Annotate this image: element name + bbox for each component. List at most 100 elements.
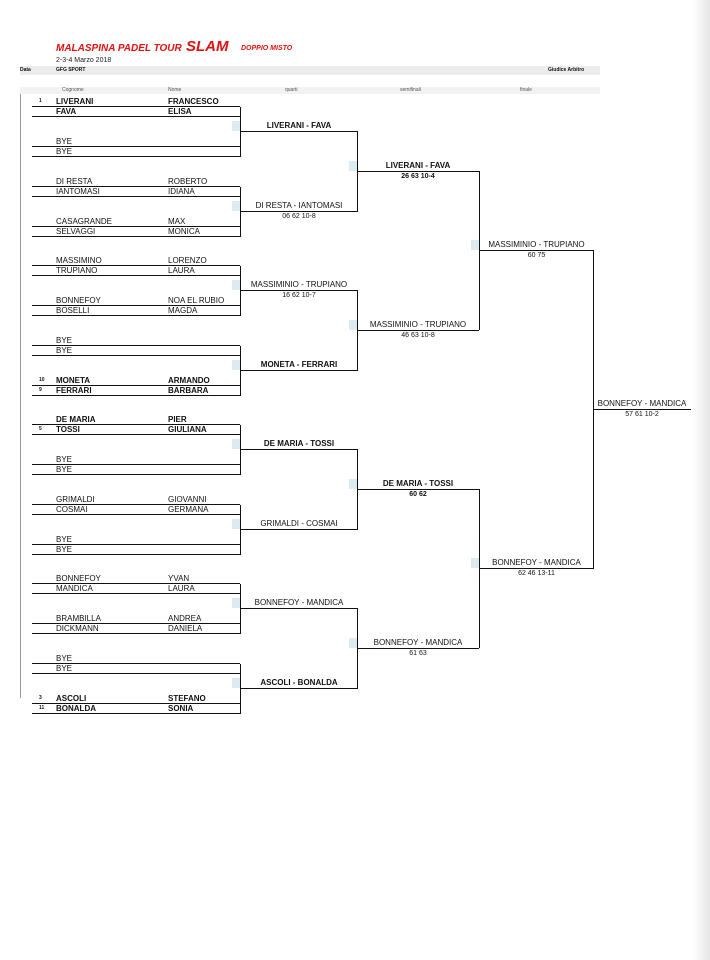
row-line <box>32 394 240 396</box>
bracket-winner-line <box>479 568 594 570</box>
col-header-final: finale <box>520 87 532 93</box>
player-surname: BONNEFOY <box>56 296 101 305</box>
player-name: ELISA <box>168 107 192 116</box>
player-surname: BYE <box>56 653 73 663</box>
venue-label: GFG SPORT <box>56 67 86 73</box>
player-name: PIER <box>168 415 187 424</box>
col-header-surname: Cognome <box>62 87 84 93</box>
match-winner: LIVERANI - FAVA <box>385 160 451 170</box>
match-winner: MASSIMINIO - TRUPIANO <box>250 280 348 289</box>
col-header-quarter: quarti <box>285 87 298 93</box>
player-surname: MONETA <box>56 375 91 385</box>
player-name: MAGDA <box>168 306 198 315</box>
player-surname: LIVERANI <box>56 97 94 106</box>
match-score: 62 46 13-11 <box>518 570 555 578</box>
bracket-cell-shade <box>232 439 240 449</box>
row-line <box>32 235 240 237</box>
player-surname: DE MARIA <box>56 415 96 424</box>
player-name: SONIA <box>168 703 194 713</box>
match-score: 46 63 10-8 <box>401 331 435 339</box>
header-band <box>20 66 600 75</box>
bracket-winner-line <box>240 290 358 291</box>
bracket-winner-line <box>240 131 358 132</box>
match-winner: ASCOLI - BONALDA <box>260 677 338 687</box>
player-name: GIOVANNI <box>168 494 207 504</box>
bracket-winner-line <box>240 210 358 212</box>
player-surname: BYE <box>56 345 73 355</box>
row-line <box>32 583 240 584</box>
row-line <box>32 513 240 515</box>
bracket-winner-line <box>593 409 691 411</box>
bracket-connector <box>240 663 241 714</box>
seed-number: 9 <box>39 386 42 393</box>
row-line <box>32 633 240 634</box>
match-score: 61 63 <box>409 649 427 657</box>
player-surname: SELVAGGI <box>56 226 96 236</box>
player-name: FRANCESCO <box>168 97 219 106</box>
player-surname: BYE <box>56 147 73 156</box>
row-line <box>32 106 240 107</box>
row-line <box>32 384 240 386</box>
player-surname: MASSIMINO <box>56 256 102 265</box>
row-line <box>32 464 240 465</box>
player-name: DANIELA <box>168 624 203 633</box>
row-line <box>32 553 240 555</box>
player-surname: BOSELLI <box>56 306 90 315</box>
left-margin-line <box>20 94 21 698</box>
row-line <box>32 354 240 356</box>
row-line <box>32 305 240 306</box>
bracket-connector <box>240 504 241 555</box>
player-name: LAURA <box>168 266 195 275</box>
player-surname: IANTOMASI <box>56 186 100 196</box>
tournament-dates: 2-3-4 Marzo 2018 <box>56 57 112 64</box>
bracket-winner-line <box>357 647 479 649</box>
bracket-cell-shade <box>232 598 240 608</box>
player-name: ROBERTO <box>168 176 208 186</box>
player-surname: BYE <box>56 137 73 146</box>
player-surname: BYE <box>56 663 73 673</box>
player-name: BARBARA <box>168 385 209 395</box>
row-line <box>32 503 240 505</box>
row-line <box>32 662 240 664</box>
match-winner: MASSIMINIO - TRUPIANO <box>488 240 585 250</box>
row-line <box>32 712 240 714</box>
bracket-cell-shade <box>349 637 357 648</box>
player-surname: DI RESTA <box>56 176 93 186</box>
column-header-band <box>20 87 600 94</box>
bracket-cell-shade <box>232 121 240 131</box>
bracket-winner-line <box>240 687 358 689</box>
seed-number: 1 <box>39 98 42 104</box>
player-surname: MANDICA <box>56 584 93 593</box>
player-surname: ASCOLI <box>56 693 87 703</box>
match-winner: DE MARIA - TOSSI <box>263 439 335 448</box>
match-score: 60 62 <box>409 490 427 498</box>
match-winner: DE MARIA - TOSSI <box>382 478 454 488</box>
col-header-name: Nome <box>168 87 182 93</box>
match-score: 60 75 <box>527 252 546 260</box>
match-winner: MASSIMINIO - TRUPIANO <box>369 319 467 329</box>
player-surname: BYE <box>56 534 73 544</box>
player-surname: DICKMANN <box>56 624 99 633</box>
player-surname: BYE <box>56 544 73 554</box>
player-name: MAX <box>168 216 186 226</box>
row-line <box>32 116 240 117</box>
match-winner: BONNEFOY - MANDICA <box>492 558 581 568</box>
seed-number: 11 <box>39 704 45 711</box>
player-surname: BONNEFOY <box>56 574 101 583</box>
bracket-winner-line <box>240 528 358 530</box>
bracket-connector <box>240 584 241 634</box>
player-name: GERMANA <box>168 504 209 514</box>
player-surname: BYE <box>56 455 73 464</box>
match-winner: BONNEFOY - MANDICA <box>254 598 344 607</box>
col-header-semi: semifinali <box>400 87 421 93</box>
bracket-connector <box>240 107 241 157</box>
bracket-cell-shade <box>349 319 357 330</box>
player-surname: GRIMALDI <box>56 494 95 504</box>
bracket-connector <box>240 266 241 316</box>
bracket-cell-shade <box>232 518 240 529</box>
bracket-cell-shade <box>232 280 240 290</box>
row-line <box>32 195 240 197</box>
bracket-cell-shade <box>471 558 479 569</box>
final-score: 57 61 10-2 <box>625 411 659 419</box>
player-name: MONICA <box>168 226 200 236</box>
